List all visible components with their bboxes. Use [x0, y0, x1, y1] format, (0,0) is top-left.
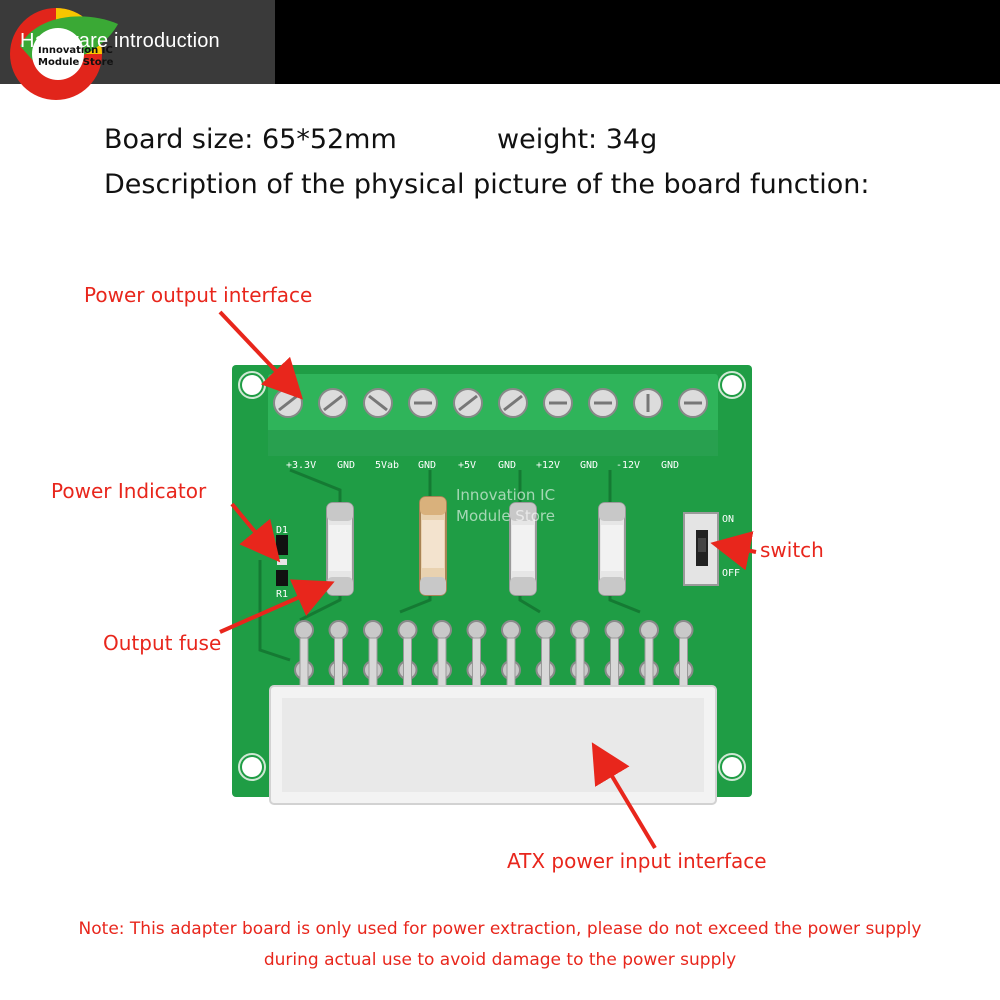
atx-pin [432, 620, 452, 640]
note-line2: during actual use to avoid damage to the… [263, 950, 737, 970]
callout-arrows [218, 310, 757, 850]
fuses [326, 496, 626, 596]
fuse [598, 502, 626, 596]
atx-pin-lead [575, 637, 585, 689]
output-fuse-label: Output fuse [103, 631, 222, 655]
watermark-line2: Module Store [456, 507, 555, 525]
switch-label: switch [760, 538, 824, 562]
atx-pin [673, 620, 694, 640]
switch-on-label: ON [722, 514, 734, 525]
weight-text: weight: 34g [497, 124, 658, 155]
atx-pin-lead [368, 637, 378, 689]
description-title: Description of the physical picture of t… [104, 169, 870, 200]
store-name-line1: Innovation IC [38, 45, 113, 56]
board-size-text: Board size: 65*52mm [104, 124, 397, 155]
terminal-label: GND [337, 460, 355, 471]
terminal-label: +12V [536, 460, 560, 471]
atx-pin-lead [541, 637, 550, 689]
atx-pin-lead [644, 637, 654, 689]
atx-pin [535, 620, 556, 640]
terminal-label: +3.3V [286, 460, 316, 471]
fuse [326, 502, 354, 596]
terminal-label: 5Vab [375, 460, 399, 471]
atx-pin [604, 620, 625, 640]
watermark-line1: Innovation IC [456, 486, 555, 504]
atx-pin [328, 620, 349, 640]
slide-switch: ON OFF [683, 512, 740, 586]
store-name-line2: Module Store [38, 57, 114, 68]
power-output-interface-label: Power output interface [84, 283, 313, 307]
switch-off-label: OFF [722, 568, 740, 579]
header-title: Hardware introduction [20, 30, 220, 52]
note-line1: Note: This adapter board is only used fo… [78, 919, 922, 939]
atx-connector [269, 685, 717, 805]
atx-pin [466, 620, 487, 640]
atx-pin [639, 620, 659, 640]
atx-pin-lead [506, 637, 516, 689]
atx-pin [294, 620, 314, 640]
atx-pin [501, 620, 521, 640]
mounting-holes [238, 371, 746, 781]
atx-pin-lead [299, 637, 309, 689]
store-logo-icon [10, 8, 118, 100]
store-name: Innovation IC Module Store [38, 45, 148, 69]
atx-pin [363, 620, 383, 640]
atx-pin-lead [472, 637, 481, 689]
atx-pin-lead [334, 637, 343, 689]
atx-pin-lead [403, 637, 412, 689]
terminal-label: GND [498, 460, 516, 471]
terminal-label: +5V [458, 460, 476, 471]
atx-pin-lead [610, 637, 619, 689]
fuse [419, 496, 447, 596]
power-indicator-led: D1 R1 [276, 525, 288, 600]
power-indicator-label: Power Indicator [51, 479, 207, 503]
atx-pin [570, 620, 590, 640]
terminal-label: GND [580, 460, 598, 471]
terminal-label: -12V [616, 460, 640, 471]
led-label: D1 [276, 525, 288, 536]
atx-pin-lead [679, 637, 688, 689]
atx-pin-lead [437, 637, 447, 689]
resistor-label: R1 [276, 589, 288, 600]
terminal-labels: +3.3V GND 5Vab GND +5V GND +12V GND -12V… [286, 460, 679, 471]
fuse [509, 502, 537, 596]
atx-power-input-label: ATX power input interface [507, 849, 767, 873]
terminal-label: GND [418, 460, 436, 471]
atx-pin [397, 620, 418, 640]
terminal-label: GND [661, 460, 679, 471]
